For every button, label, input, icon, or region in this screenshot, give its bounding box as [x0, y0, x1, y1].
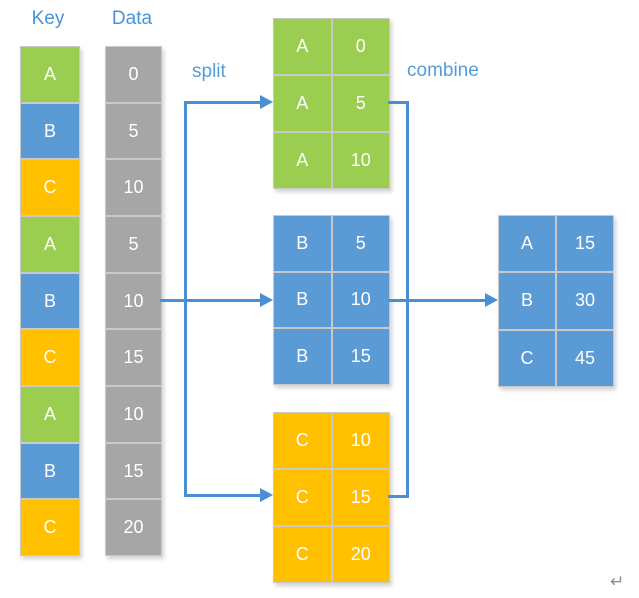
- split-connector-to-group-b: [160, 299, 260, 302]
- key-cell: C: [21, 500, 79, 556]
- arrowhead-result-icon: [485, 293, 498, 307]
- key-cell: C: [21, 330, 79, 386]
- group-c-value-cell: 15: [332, 470, 389, 525]
- key-cell: B: [21, 273, 79, 329]
- split-connector-to-group-a: [184, 101, 260, 104]
- combine-connector-to-result: [388, 299, 485, 302]
- group-b-value-cell: 10: [332, 272, 389, 328]
- group-c-value-cell: 10: [332, 413, 389, 468]
- data-cell: 5: [106, 217, 161, 272]
- data-column: 0 5 10 5 10 15 10 15 20: [105, 46, 162, 556]
- key-cell: A: [21, 217, 79, 272]
- group-b-key-cell: B: [274, 216, 331, 271]
- key-cell: A: [21, 387, 79, 442]
- group-c-key-cell: C: [274, 527, 331, 582]
- arrowhead-group-b-icon: [260, 293, 273, 307]
- combine-connector-from-group-c: [388, 495, 409, 498]
- result-value-cell: 30: [557, 273, 613, 329]
- split-label: split: [192, 61, 226, 82]
- key-cell: B: [21, 443, 79, 499]
- group-a-key-cell: A: [274, 133, 331, 188]
- data-cell: 15: [106, 443, 161, 499]
- data-cell: 10: [106, 160, 161, 216]
- result-key-cell: C: [499, 330, 555, 386]
- group-a-table: A 0 A 5 A 10: [273, 18, 390, 189]
- arrowhead-group-c-icon: [260, 488, 273, 502]
- group-b-value-cell: 5: [332, 216, 389, 271]
- group-c-key-cell: C: [274, 413, 331, 468]
- data-cell: 15: [106, 330, 161, 386]
- group-c-value-cell: 20: [332, 527, 389, 582]
- key-cell: C: [21, 160, 79, 216]
- key-cell: A: [21, 47, 79, 102]
- arrowhead-group-a-icon: [260, 95, 273, 109]
- result-value-cell: 15: [557, 216, 613, 272]
- group-b-value-cell: 15: [332, 329, 389, 384]
- key-column-header: Key: [31, 8, 65, 29]
- result-key-cell: A: [499, 216, 555, 272]
- group-a-value-cell: 5: [332, 76, 389, 131]
- result-value-cell: 45: [557, 330, 613, 386]
- group-b-key-cell: B: [274, 272, 331, 328]
- group-a-value-cell: 0: [332, 19, 389, 74]
- data-cell: 10: [106, 273, 161, 329]
- data-cell: 0: [106, 47, 161, 102]
- combine-label: combine: [407, 60, 479, 81]
- group-a-key-cell: A: [274, 19, 331, 74]
- data-cell: 20: [106, 500, 161, 556]
- group-a-value-cell: 10: [332, 133, 389, 188]
- result-key-cell: B: [499, 273, 555, 329]
- split-connector-to-group-c: [184, 494, 260, 497]
- group-c-table: C 10 C 15 C 20: [273, 412, 390, 583]
- return-mark-icon: ↵: [610, 572, 625, 591]
- key-column: A B C A B C A B C: [20, 46, 80, 556]
- data-cell: 10: [106, 387, 161, 442]
- group-b-key-cell: B: [274, 329, 331, 384]
- data-cell: 5: [106, 103, 161, 159]
- data-column-header: Data: [111, 8, 153, 29]
- key-cell: B: [21, 103, 79, 159]
- group-b-table: B 5 B 10 B 15: [273, 215, 390, 385]
- combine-connector-from-group-a: [388, 101, 409, 104]
- group-a-key-cell: A: [274, 76, 331, 131]
- group-c-key-cell: C: [274, 470, 331, 525]
- result-table: A 15 B 30 C 45: [498, 215, 614, 387]
